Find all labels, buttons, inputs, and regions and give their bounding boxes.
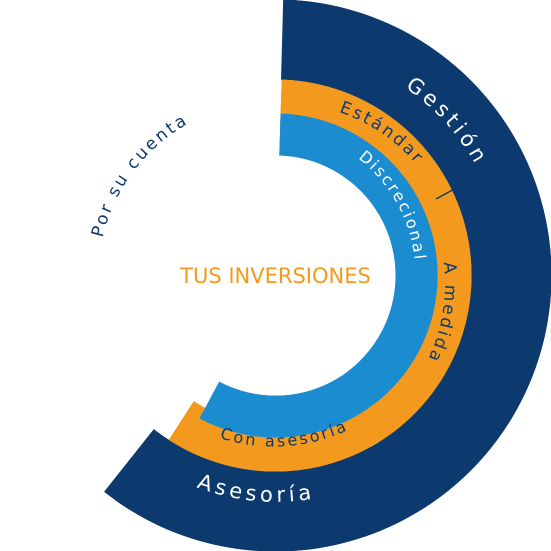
center-disc — [155, 155, 396, 396]
center-title: TUS INVERSIONES — [179, 264, 371, 288]
estandar-a-medida-divider — [435, 181, 468, 200]
estandar-a-medida-segment — [280, 79, 472, 442]
discrecional-segment — [279, 113, 438, 405]
gestion-segment — [281, 0, 551, 511]
wheel-segments — [104, 0, 551, 551]
asesoria-segment — [115, 435, 410, 551]
inversiones-label: Inversiones — [37, 77, 147, 227]
